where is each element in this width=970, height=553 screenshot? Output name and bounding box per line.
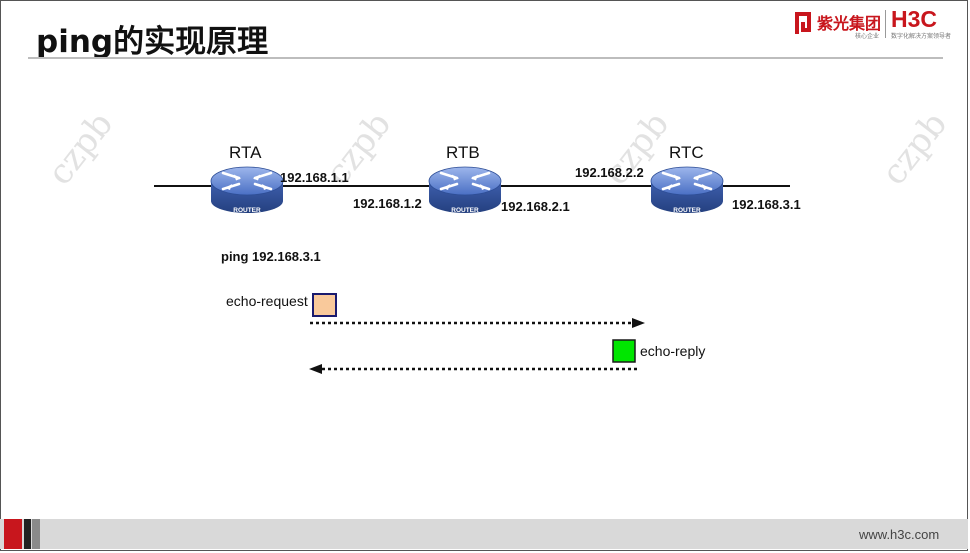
logo-separator <box>885 10 886 38</box>
footer-url: www.h3c.com <box>859 527 940 542</box>
ip-rta-right: 192.168.1.1 <box>280 170 349 185</box>
echo-reply-label: echo-reply <box>640 343 706 359</box>
router-badge: ROUTER <box>233 207 261 214</box>
footer-accent-gray <box>32 519 40 549</box>
ip-rtc-right: 192.168.3.1 <box>732 197 801 212</box>
router-rtb-label: RTB <box>446 143 480 162</box>
arrowhead-right-icon <box>632 318 645 328</box>
brand-unisplendour: 紫光集团 <box>817 14 882 33</box>
unis-logo-icon <box>795 12 811 34</box>
company-logo: 紫光集团 核心企业 H3C 数字化解决方案领导者 <box>793 6 958 44</box>
title-divider <box>28 57 943 59</box>
footer-accent-black <box>24 519 31 549</box>
echo-reply-packet <box>612 339 636 363</box>
slide-title: ping的实现原理 <box>36 24 269 60</box>
brand-slogan: 数字化解决方案领导者 <box>891 33 952 40</box>
router-badge: ROUTER <box>673 207 701 214</box>
footer-bar <box>0 519 968 549</box>
ip-rtc-left: 192.168.2.2 <box>575 165 644 180</box>
router-rtc-label: RTC <box>669 143 704 162</box>
ping-command: ping 192.168.3.1 <box>221 249 321 264</box>
router-rta-label: RTA <box>229 143 262 162</box>
arrowhead-left-icon <box>309 364 322 374</box>
ip-rtb-right: 192.168.2.1 <box>501 199 570 214</box>
brand-subtitle: 核心企业 <box>855 33 880 40</box>
echo-request-packet <box>312 293 337 317</box>
echo-request-label: echo-request <box>226 293 308 309</box>
ip-rtb-left: 192.168.1.2 <box>353 196 422 211</box>
brand-h3c: H3C <box>891 6 938 32</box>
router-badge: ROUTER <box>451 207 479 214</box>
footer-accent-red <box>4 519 22 549</box>
